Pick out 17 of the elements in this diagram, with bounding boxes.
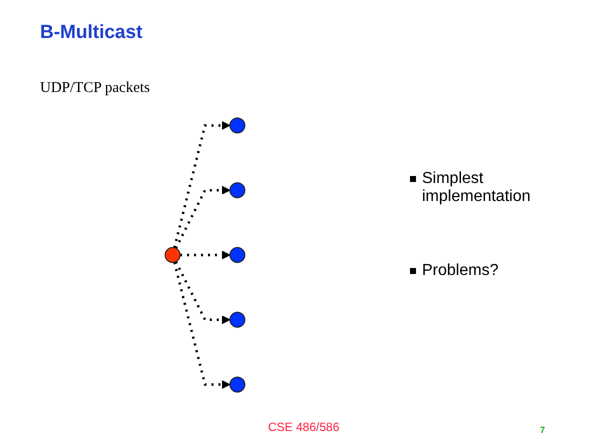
node-circle <box>229 247 246 263</box>
arrow <box>180 250 230 260</box>
node-circle <box>164 247 181 263</box>
bullet-text: Problems? <box>422 262 498 280</box>
node-circle <box>229 312 246 328</box>
bullet-text: Simplest implementation <box>422 170 532 206</box>
node-circle <box>229 182 246 198</box>
edge-note: UDP/TCP packets <box>40 80 150 97</box>
node-circle <box>229 117 246 134</box>
node-circle <box>229 376 246 393</box>
arrow <box>173 262 230 389</box>
arrow <box>173 121 230 248</box>
arrow <box>174 186 230 249</box>
arrow <box>174 261 230 324</box>
page-number: 7 <box>540 425 546 435</box>
slide-title: B-Multicast <box>40 22 142 44</box>
footer-text: CSE 486/586 <box>268 420 340 434</box>
